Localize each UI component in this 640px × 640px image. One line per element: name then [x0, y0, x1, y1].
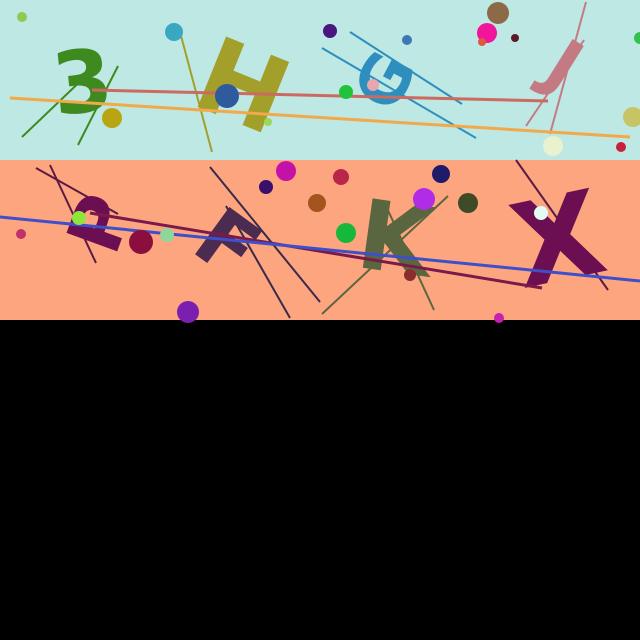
- noise-dot: [17, 12, 27, 22]
- noise-dot: [367, 79, 379, 91]
- row-2-background: [0, 160, 640, 320]
- noise-line: [91, 88, 549, 103]
- noise-dot: [72, 211, 86, 225]
- noise-line: [21, 71, 91, 138]
- noise-dot: [160, 228, 174, 242]
- noise-dot: [259, 180, 273, 194]
- noise-dot: [494, 313, 504, 323]
- noise-line: [349, 31, 463, 105]
- noise-line: [321, 47, 477, 139]
- noise-dot: [623, 107, 640, 127]
- noise-dot: [402, 35, 412, 45]
- empty-area: [0, 320, 640, 640]
- noise-line: [9, 96, 631, 139]
- noise-dot: [129, 230, 153, 254]
- noise-dot: [177, 301, 199, 323]
- noise-line: [549, 1, 587, 135]
- noise-dot: [16, 229, 26, 239]
- noise-dot: [534, 206, 548, 220]
- captcha-row-1: 3 H G J: [0, 0, 640, 160]
- row-1-background: [0, 0, 640, 160]
- noise-line: [209, 166, 321, 303]
- noise-line: [515, 159, 609, 291]
- noise-dot: [308, 194, 326, 212]
- noise-dot: [276, 161, 296, 181]
- noise-dot: [339, 85, 353, 99]
- noise-dot: [264, 118, 272, 126]
- captcha-row-2: P F K X: [0, 159, 640, 323]
- noise-line: [89, 211, 543, 290]
- noise-dot: [616, 142, 626, 152]
- noise-dot: [323, 24, 337, 38]
- noise-line: [35, 167, 119, 215]
- noise-line: [0, 215, 640, 283]
- noise-dot: [432, 165, 450, 183]
- noise-dot: [336, 223, 356, 243]
- noise-dot: [165, 23, 183, 41]
- noise-line: [49, 164, 97, 264]
- noise-line: [525, 39, 585, 127]
- noise-line: [77, 65, 119, 146]
- noise-dot: [487, 2, 509, 24]
- noise-dot: [543, 136, 563, 156]
- noise-dot: [478, 38, 486, 46]
- noise-dot: [102, 108, 122, 128]
- noise-dot: [511, 34, 519, 42]
- noise-dot: [413, 188, 435, 210]
- noise-dot: [634, 32, 640, 44]
- noise-dot: [333, 169, 349, 185]
- noise-line: [225, 205, 291, 319]
- noise-dot: [404, 269, 416, 281]
- noise-dot: [215, 84, 239, 108]
- noise-dot: [458, 193, 478, 213]
